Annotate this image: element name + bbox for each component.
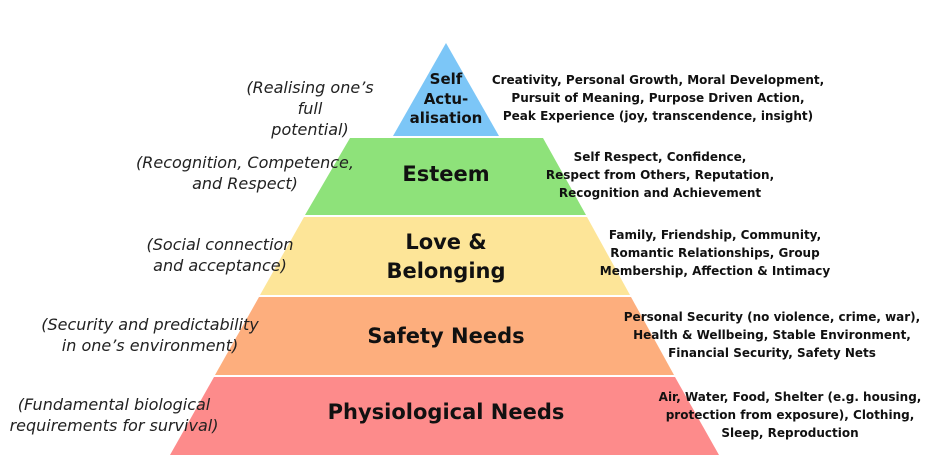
label-line: Esteem bbox=[402, 162, 490, 186]
example-line: protection from exposure), Clothing, bbox=[665, 408, 915, 422]
label-line: alisation bbox=[409, 109, 483, 127]
example-line: Romantic Relationships, Group bbox=[610, 246, 820, 260]
example-line: Recognition and Achievement bbox=[558, 186, 762, 200]
desc-line: (Security and predictability bbox=[41, 315, 259, 334]
level-physiological-shape bbox=[170, 377, 719, 455]
level-love-belonging-label: Love & Belonging bbox=[346, 228, 546, 287]
desc-line: and acceptance) bbox=[153, 255, 287, 275]
example-line: Family, Friendship, Community, bbox=[608, 228, 822, 242]
level-esteem-shape bbox=[305, 138, 586, 215]
desc-line: and Respect) bbox=[192, 173, 298, 193]
desc-line: (Realising one’s full bbox=[246, 78, 374, 118]
label-line: Safety Needs bbox=[367, 324, 525, 348]
example-line: Respect from Others, Reputation, bbox=[545, 168, 775, 182]
example-line: Air, Water, Food, Shelter (e.g. housing, bbox=[658, 390, 922, 404]
label-line: Actu- bbox=[423, 89, 469, 108]
desc-line: (Social connection bbox=[146, 235, 294, 254]
desc-line: potential) bbox=[271, 119, 349, 139]
label-line: Self bbox=[429, 70, 463, 88]
example-line: Creativity, Personal Growth, Moral Devel… bbox=[491, 73, 825, 87]
examples-esteem: Self Respect, Confidence, Respect from O… bbox=[530, 148, 790, 202]
example-line: Personal Security (no violence, crime, w… bbox=[623, 310, 921, 324]
level-love-belonging-shape bbox=[260, 217, 630, 295]
example-line: Membership, Affection & Intimacy bbox=[599, 264, 831, 278]
level-safety-label: Safety Needs bbox=[296, 324, 596, 348]
desc-line: (Fundamental biological bbox=[17, 395, 211, 414]
examples-self-actualisation: Creativity, Personal Growth, Moral Devel… bbox=[488, 71, 828, 125]
desc-line: requirements for survival) bbox=[9, 415, 219, 435]
examples-love-belonging: Family, Friendship, Community, Romantic … bbox=[585, 226, 845, 280]
example-line: Financial Security, Safety Nets bbox=[668, 346, 876, 360]
description-love-belonging: (Social connection and acceptance) bbox=[130, 235, 310, 277]
label-line: Belonging bbox=[386, 259, 506, 284]
desc-line: in one’s environment) bbox=[61, 335, 239, 355]
level-self-actualisation-shape bbox=[393, 43, 499, 136]
description-self-actualisation: (Realising one’s full potential) bbox=[240, 78, 380, 140]
examples-physiological: Air, Water, Food, Shelter (e.g. housing,… bbox=[650, 388, 930, 442]
example-line: Sleep, Reproduction bbox=[721, 426, 859, 440]
description-safety: (Security and predictability in one’s en… bbox=[20, 315, 280, 357]
example-line: Self Respect, Confidence, bbox=[573, 150, 747, 164]
description-esteem: (Recognition, Competence, and Respect) bbox=[120, 153, 370, 195]
examples-safety: Personal Security (no violence, crime, w… bbox=[612, 308, 932, 362]
level-safety-shape bbox=[215, 297, 674, 375]
label-line: Love & bbox=[405, 230, 487, 254]
label-line: Physiological Needs bbox=[327, 400, 565, 424]
level-self-actualisation-label: Self Actu- alisation bbox=[396, 70, 496, 129]
example-line: Pursuit of Meaning, Purpose Driven Actio… bbox=[511, 91, 805, 105]
example-line: Peak Experience (joy, transcendence, ins… bbox=[502, 109, 814, 123]
level-esteem-label: Esteem bbox=[346, 162, 546, 186]
level-physiological-label: Physiological Needs bbox=[296, 400, 596, 424]
example-line: Health & Wellbeing, Stable Environment, bbox=[633, 328, 911, 342]
description-physiological: (Fundamental biological requirements for… bbox=[0, 395, 228, 437]
desc-line: (Recognition, Competence, bbox=[136, 153, 354, 172]
